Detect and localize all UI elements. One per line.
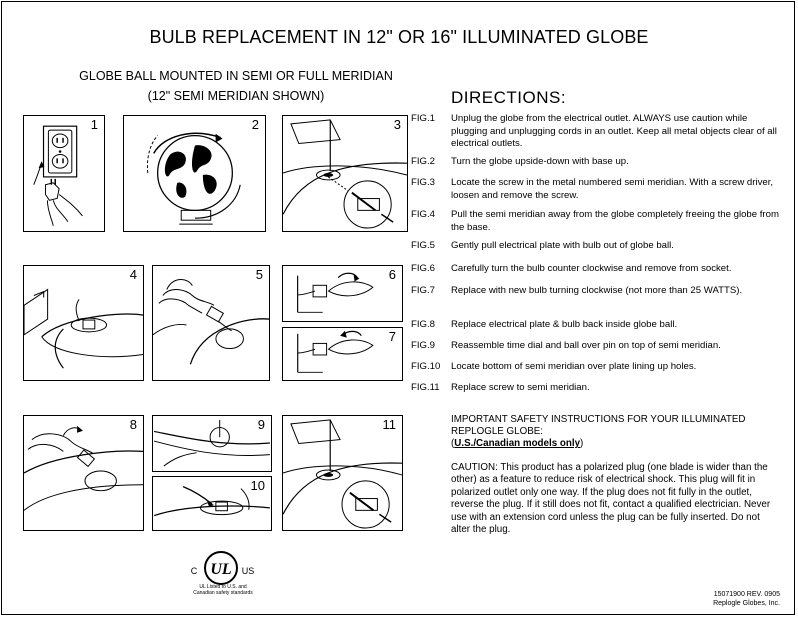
- safety-models-note: U.S./Canadian models only: [454, 438, 581, 449]
- step-text: Reassemble time dial and ball over pin o…: [451, 340, 721, 351]
- figure-panel-1: 1: [23, 115, 105, 232]
- remove-screw-illustration: [283, 119, 407, 229]
- figure-panel-7: 7: [282, 327, 403, 381]
- outlet-plug-illustration: [33, 125, 83, 226]
- document-code: 15071900 REV. 0905: [713, 591, 780, 598]
- panel-number: 9: [256, 417, 266, 432]
- step-text: Gently pull electrical plate with bulb o…: [451, 240, 674, 251]
- illustration-heading: GLOBE BALL MOUNTED IN SEMI OR FULL MERID…: [26, 66, 446, 106]
- replace-plate-illustration: [24, 425, 143, 511]
- illustration-heading-line1: GLOBE BALL MOUNTED IN SEMI OR FULL MERID…: [79, 69, 393, 83]
- step-label: FIG.8: [411, 319, 435, 330]
- figure-panel-6: 6: [282, 265, 403, 322]
- illustration-heading-line2: (12" SEMI MERIDIAN SHOWN): [147, 89, 325, 103]
- figure-panel-2: 2: [123, 115, 266, 232]
- step-label: FIG.1: [411, 113, 435, 124]
- page-title: BULB REPLACEMENT IN 12" OR 16" ILLUMINAT…: [149, 27, 649, 47]
- company-name: Replogle Globes, Inc.: [713, 600, 780, 607]
- pull-bulb-out-illustration: [153, 279, 269, 365]
- globe-upside-down-illustration: [146, 132, 241, 225]
- panel-number: 2: [250, 117, 260, 132]
- install-bulb-illustration: [297, 330, 374, 373]
- ul-us-mark: US: [242, 566, 255, 576]
- step-text: Replace screw to semi meridian.: [451, 382, 590, 393]
- panel-number: 5: [254, 267, 264, 282]
- align-meridian-illustration: [153, 486, 270, 517]
- step-label: FIG.5: [411, 240, 435, 251]
- step-label: FIG.3: [411, 177, 435, 188]
- panel-number: 11: [381, 417, 397, 432]
- safety-heading: IMPORTANT SAFETY INSTRUCTIONS FOR YOUR I…: [451, 414, 746, 437]
- directions-title: DIRECTIONS:: [451, 88, 567, 107]
- step-label: FIG.10: [411, 361, 441, 372]
- figure-panel-10: 10: [152, 476, 272, 531]
- step-text: Unplug the globe from the electrical out…: [451, 113, 777, 149]
- figure-panel-4: 4: [23, 265, 144, 381]
- step-text: Replace with new bulb turning clockwise …: [451, 285, 743, 296]
- safety-instructions: IMPORTANT SAFETY INSTRUCTIONS FOR YOUR I…: [451, 414, 781, 450]
- panel-number: 1: [89, 117, 99, 132]
- ul-listing-line2: Canadian safety standards: [193, 590, 253, 596]
- figure-panel-9: 9: [152, 415, 272, 472]
- step-label: FIG.4: [411, 209, 435, 220]
- step-text: Locate the screw in the metal numbered s…: [451, 177, 774, 201]
- reassemble-dial-illustration: [153, 419, 270, 467]
- ul-c-mark: C: [191, 566, 198, 576]
- ul-listing-line1: UL Listed to U.S. and: [199, 584, 247, 590]
- step-label: FIG.7: [411, 285, 435, 296]
- panel-number: 4: [128, 267, 138, 282]
- remove-bulb-illustration: [297, 272, 374, 313]
- panel-number: 3: [392, 117, 402, 132]
- step-text: Turn the globe upside-down with base up.: [451, 156, 629, 167]
- step-text: Replace electrical plate & bulb back ins…: [451, 319, 678, 330]
- replace-screw-illustration: [283, 419, 402, 529]
- step-text: Carefully turn the bulb counter clockwis…: [451, 263, 732, 274]
- panel-number: 10: [249, 478, 266, 493]
- step-label: FIG.11: [411, 382, 440, 393]
- step-label: FIG.2: [411, 156, 435, 167]
- ul-mark: UL: [210, 561, 232, 578]
- figure-panel-11: 11: [282, 415, 403, 531]
- ul-certification-logo: UL C US: [176, 540, 266, 600]
- figure-panel-5: 5: [152, 265, 270, 381]
- step-label: FIG.9: [411, 340, 435, 351]
- step-label: FIG.6: [411, 263, 435, 274]
- figure-panel-3: 3: [282, 115, 408, 232]
- remove-meridian-illustration: [24, 288, 143, 369]
- panel-number: 7: [387, 329, 397, 344]
- step-text: Pull the semi meridian away from the glo…: [451, 209, 779, 233]
- panel-number: 8: [128, 417, 138, 432]
- step-text: Locate bottom of semi meridian over plat…: [451, 361, 697, 372]
- figure-panel-8: 8: [23, 415, 144, 531]
- caution-text: CAUTION: This product has a polarized pl…: [451, 462, 771, 536]
- panel-number: 6: [387, 267, 397, 282]
